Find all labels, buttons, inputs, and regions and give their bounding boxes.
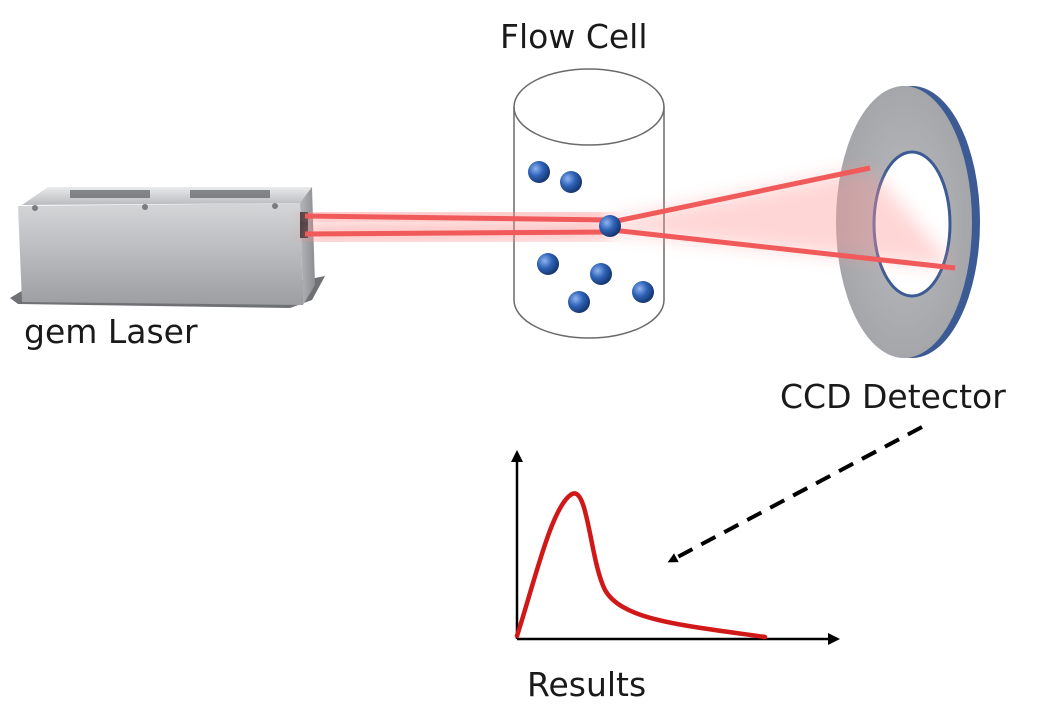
screw xyxy=(142,204,148,210)
laser-label: gem Laser xyxy=(24,312,198,351)
laser-aperture xyxy=(300,212,308,238)
y-axis-arrowhead xyxy=(511,450,523,462)
laser-front-face xyxy=(18,203,303,305)
laser-vent xyxy=(190,190,270,198)
particle xyxy=(560,171,582,193)
results-plot xyxy=(511,450,840,645)
flow-cell-top xyxy=(513,68,665,146)
flow-cell-bottom xyxy=(513,299,665,339)
particle-in-beam xyxy=(599,215,621,237)
scatter-glow xyxy=(612,168,955,268)
screw xyxy=(32,205,38,211)
results-label: Results xyxy=(527,665,647,704)
particle xyxy=(632,281,654,303)
flow-cell-cylinder-icon xyxy=(513,68,665,339)
particle xyxy=(568,291,590,313)
x-axis-arrowhead xyxy=(828,633,840,645)
screw xyxy=(272,203,278,209)
laser-device-icon xyxy=(10,187,325,308)
result-curve xyxy=(514,491,768,640)
scattered-beam-upper xyxy=(611,165,871,225)
scattered-beam-lower xyxy=(611,227,956,271)
laser-vent xyxy=(70,190,150,198)
detector-face xyxy=(836,86,972,358)
ccd-detector-label: CCD Detector xyxy=(780,377,1006,416)
particle xyxy=(537,253,559,275)
incident-beam-upper xyxy=(304,213,611,223)
laser-beams xyxy=(304,165,956,271)
dashed-arrow-to-results xyxy=(667,425,923,563)
particles xyxy=(528,161,654,313)
particle xyxy=(590,263,612,285)
incident-beam-lower xyxy=(304,229,611,237)
flow-cell-label: Flow Cell xyxy=(500,17,648,56)
particle xyxy=(528,161,550,183)
